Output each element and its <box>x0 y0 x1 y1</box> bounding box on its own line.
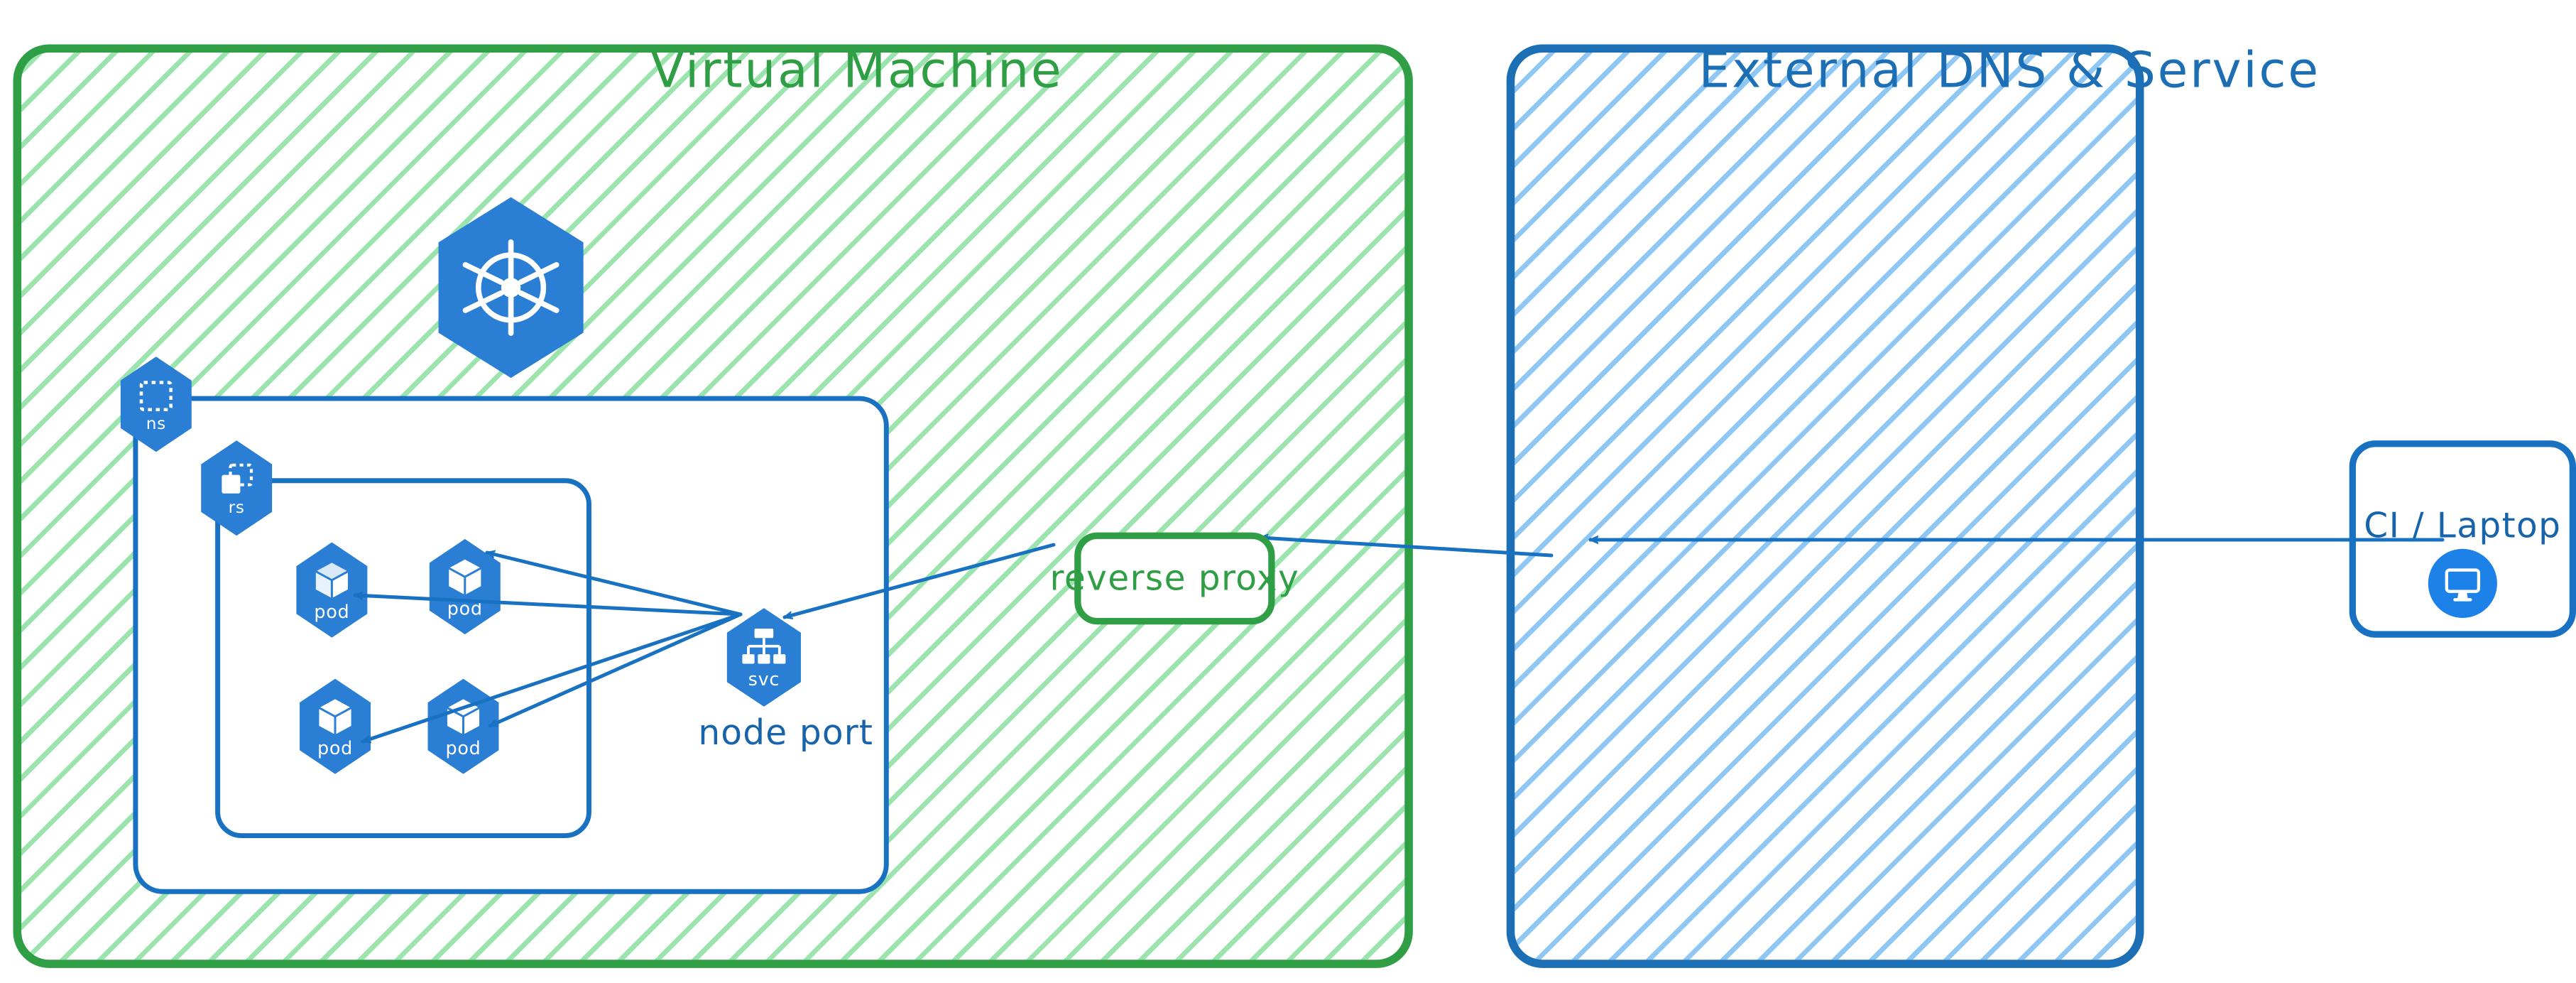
reverse-proxy-node[interactable]: reverse proxy <box>1050 532 1299 625</box>
ci-laptop-label: CI / Laptop <box>2364 506 2562 546</box>
kubernetes-helm-wheel-icon <box>438 197 584 379</box>
pod-tag: pod <box>314 601 350 623</box>
group-virtual-machine[interactable]: ns rs pod pod <box>13 43 1413 968</box>
replicaset-tag: rs <box>228 499 245 517</box>
group-title-external-dns-service: External DNS & Service <box>1698 43 2320 101</box>
reverse-proxy-label: reverse proxy <box>1049 558 1300 599</box>
service-tag: svc <box>748 668 780 690</box>
namespace-tag: ns <box>146 415 166 433</box>
group-title-virtual-machine: Virtual Machine <box>650 43 1064 101</box>
pod-tag: pod <box>317 737 353 759</box>
pod-tag: pod <box>445 737 481 759</box>
desktop-monitor-icon <box>2428 548 2497 618</box>
replicaset-container[interactable] <box>215 478 591 839</box>
node-port-label: node port <box>698 713 874 753</box>
pod-tag: pod <box>447 598 483 620</box>
ci-laptop-node[interactable]: CI / Laptop <box>2349 440 2576 638</box>
group-external-dns-service[interactable]: DNS DNS CNAME record Worker / Port Forwa… <box>1506 43 2318 968</box>
